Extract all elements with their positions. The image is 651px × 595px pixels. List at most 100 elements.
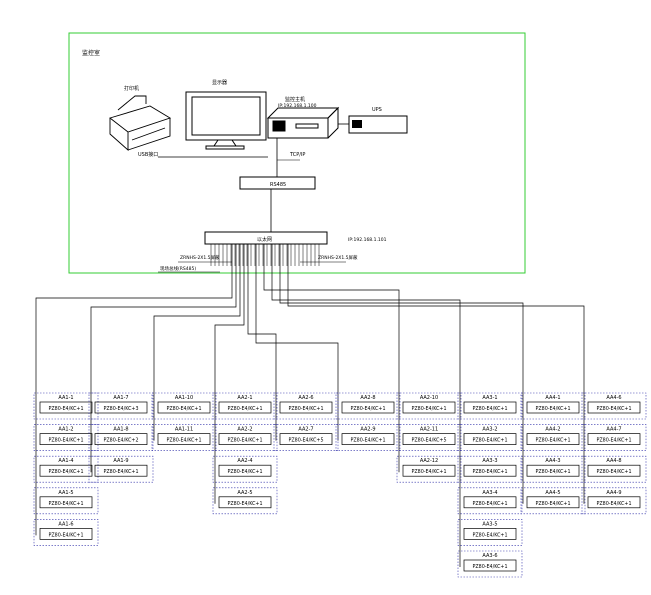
- feeder-line: [279, 244, 524, 504]
- meter-name: AA2-12: [420, 458, 438, 464]
- meter-model: PZ80-E4/KC+1: [48, 438, 83, 444]
- meter-model: PZ80-E4/KC+1: [472, 438, 507, 444]
- ups-label: UPS: [372, 107, 382, 113]
- meter-model: PZ80-E4/KC+1: [472, 406, 507, 412]
- meter-name: AA2-1: [237, 395, 252, 401]
- meter-name: AA2-6: [298, 395, 313, 401]
- meter-name: AA1-9: [113, 458, 128, 464]
- meter-name: AA2-8: [360, 395, 375, 401]
- meter-name: AA4-1: [545, 395, 560, 401]
- meter-name: AA1-11: [175, 427, 193, 433]
- meter-body: [157, 433, 211, 445]
- meter-model: PZ80-E4/KC+1: [166, 438, 201, 444]
- ethernet-switch: [204, 231, 328, 245]
- meter-name: AA3-2: [482, 427, 497, 433]
- meter-body: [526, 401, 580, 414]
- bus-right-label: ZRNHS-2X1.5屏蔽: [318, 254, 358, 261]
- meter-body: [587, 433, 641, 445]
- meter-body: [279, 433, 333, 445]
- meter-name: AA1-7: [113, 395, 128, 401]
- meter-name: AA1-1: [58, 395, 73, 401]
- meter-model: PZ80-E4/KC+2: [103, 438, 138, 444]
- meter-model: PZ80-E4/KC+5: [411, 438, 446, 444]
- meter-name: AA2-11: [420, 427, 438, 433]
- meter-body: [94, 433, 148, 445]
- meter-model: PZ80-E4/KC+1: [288, 406, 323, 412]
- meter-model: PZ80-E4/KC+1: [472, 501, 507, 507]
- meter-body: [94, 464, 148, 477]
- feeder-line: [255, 244, 339, 441]
- meter-name: AA4-6: [606, 395, 621, 401]
- rs485-hub: [239, 176, 316, 190]
- meter-body: [402, 433, 456, 445]
- meter-body: [39, 464, 93, 477]
- meter-body: [587, 401, 641, 414]
- meter-body: [279, 401, 333, 414]
- meter-body: [587, 464, 641, 477]
- meter-model: PZ80-E4/KC+1: [48, 406, 83, 412]
- meter-body: [463, 464, 517, 477]
- meter-name: AA1-10: [175, 395, 193, 401]
- bus-left-label: ZRNHS-2X1.5屏蔽: [180, 254, 220, 261]
- meter-model: PZ80-E4/KC+1: [227, 438, 262, 444]
- rs485-hub-label: RS485: [270, 182, 286, 188]
- meter-name: AA3-6: [482, 553, 497, 559]
- meter-model: PZ80-E4/KC+1: [350, 438, 385, 444]
- meter-grid: AA1-1PZ80-E4/KC+1AA1-2PZ80-E4/KC+1AA1-4P…: [33, 392, 647, 578]
- meter-model: PZ80-E4/KC+1: [596, 438, 631, 444]
- meter-name: AA1-4: [58, 458, 73, 464]
- printer-label: 打印机: [124, 85, 139, 92]
- meter-body: [39, 528, 93, 540]
- meter-model: PZ80-E4/KC+1: [535, 406, 570, 412]
- meter-model: PZ80-E4/KC+1: [472, 564, 507, 570]
- meter-name: AA2-2: [237, 427, 252, 433]
- ups-indicator: [352, 120, 362, 128]
- meter-name: AA2-4: [237, 458, 252, 464]
- meter-body: [526, 433, 580, 445]
- meter-name: AA2-7: [298, 427, 313, 433]
- meter-model: PZ80-E4/KC+1: [227, 501, 262, 507]
- meter-name: AA1-6: [58, 521, 73, 527]
- meter-body: [157, 401, 211, 414]
- meter-body: [463, 401, 517, 414]
- cable-label: 现场总线(RS485): [160, 265, 196, 272]
- meter-body: [402, 464, 456, 477]
- monitor-icon: [185, 91, 267, 150]
- meter-body: [526, 464, 580, 477]
- meter-body: [526, 496, 580, 509]
- meter-name: AA4-5: [545, 490, 560, 496]
- meter-model: PZ80-E4/KC+1: [48, 532, 83, 538]
- meter-model: PZ80-E4/KC+1: [472, 532, 507, 538]
- meter-body: [463, 528, 517, 540]
- meter-model: PZ80-E4/KC+1: [596, 501, 631, 507]
- ups-icon: [348, 115, 408, 134]
- meter-name: AA2-9: [360, 427, 375, 433]
- meter-model: PZ80-E4/KC+5: [288, 438, 323, 444]
- meter-name: AA4-3: [545, 458, 560, 464]
- meter-body: [94, 401, 148, 414]
- meter-name: AA2-5: [237, 490, 252, 496]
